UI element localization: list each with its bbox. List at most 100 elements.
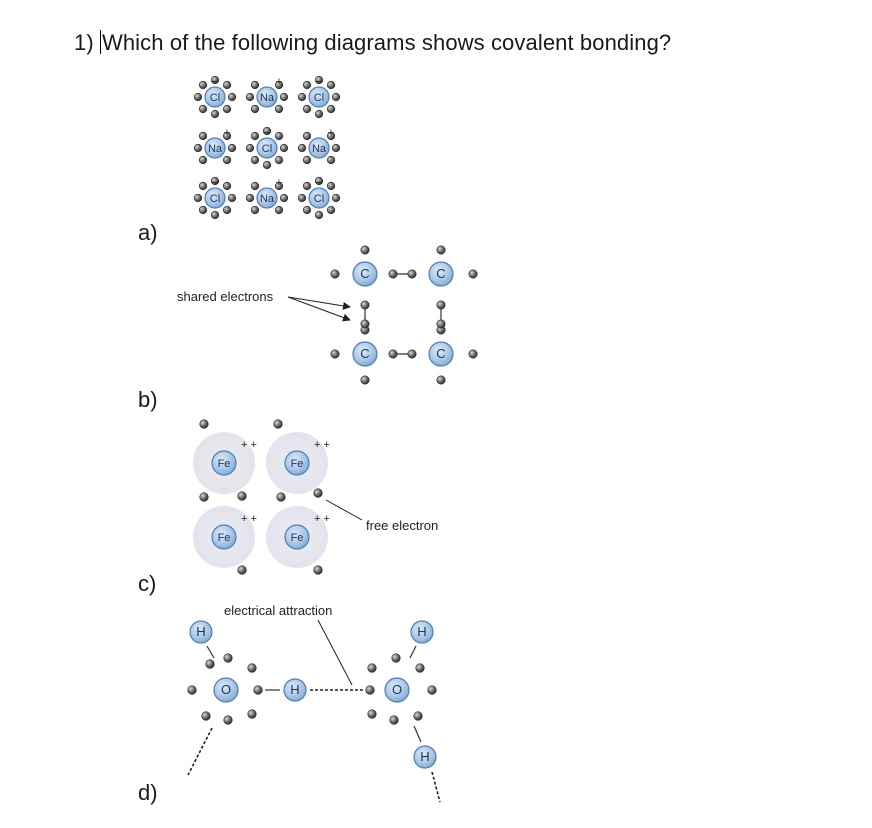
lattice-electron — [302, 205, 312, 215]
ion-na-nucleus — [308, 137, 330, 159]
ion-cl-symbol: Cl — [262, 143, 272, 155]
electron — [187, 685, 197, 695]
arrow-shared-2 — [287, 296, 351, 322]
lattice-electron — [297, 92, 307, 102]
diagram-c-metallic[interactable]: free electron Fe+ +Fe+ +Fe+ +Fe+ + — [193, 419, 438, 575]
iron-atom-nucleus — [284, 524, 310, 550]
lattice-electron — [250, 131, 260, 141]
iron-atom-nucleus — [211, 450, 237, 476]
ion-cl-nucleus — [204, 187, 226, 209]
free-electron — [199, 419, 209, 429]
lattice-electron — [302, 131, 312, 141]
electron — [247, 709, 257, 719]
electron — [367, 663, 377, 673]
ion-na-symbol: Na — [208, 143, 223, 155]
ion-cl-symbol: Cl — [314, 92, 324, 104]
lattice-electron — [274, 181, 284, 191]
lattice-electron — [331, 143, 341, 153]
option-b-label[interactable]: b) — [138, 387, 158, 412]
lattice-electron — [198, 104, 208, 114]
carbon-atom-nucleus — [428, 341, 454, 367]
hydrogen-atom-symbol: H — [417, 624, 426, 639]
free-electron — [313, 488, 323, 498]
option-d-label[interactable]: d) — [138, 780, 158, 805]
lattice-electron — [222, 80, 232, 90]
shared-electron — [388, 269, 398, 279]
hydrogen-atom-nucleus — [410, 620, 434, 644]
free-electron — [237, 565, 247, 575]
lattice-electron — [198, 205, 208, 215]
lattice-electron — [297, 193, 307, 203]
lattice-electron — [302, 80, 312, 90]
oxygen-atom-nucleus — [213, 677, 239, 703]
ion-cl-symbol: Cl — [210, 193, 220, 205]
iron-charge: + + — [314, 439, 330, 451]
lattice-electron — [262, 126, 272, 136]
lattice-electron — [250, 155, 260, 165]
electron — [436, 245, 446, 255]
lattice-electron — [193, 193, 203, 203]
free-electron — [237, 491, 247, 501]
shared-electron — [360, 300, 370, 310]
electron — [391, 653, 401, 663]
lattice-electron — [274, 80, 284, 90]
positive-charge: + — [276, 76, 282, 88]
iron-charge: + + — [241, 439, 257, 451]
bond-line — [409, 645, 417, 659]
lattice-electron — [302, 155, 312, 165]
arrow-shared-1 — [287, 296, 351, 310]
shared-electron — [436, 319, 446, 329]
lattice-electron — [279, 143, 289, 153]
electron — [415, 663, 425, 673]
hydrogen-bond-dashes — [187, 727, 213, 776]
negative-charge: − — [212, 177, 218, 189]
lattice-electron — [210, 109, 220, 119]
lattice-electron — [274, 104, 284, 114]
ion-cl-symbol: Cl — [210, 92, 220, 104]
electron — [468, 269, 478, 279]
lattice-electron — [222, 155, 232, 165]
free-electron — [273, 419, 283, 429]
electron — [205, 659, 215, 669]
attraction-pointer — [317, 619, 353, 686]
ion-na-symbol: Na — [260, 92, 275, 104]
electron — [436, 375, 446, 385]
carbon-atom-nucleus — [428, 261, 454, 287]
lattice-electron — [193, 143, 203, 153]
electron — [247, 663, 257, 673]
diagram-a-ionic-lattice[interactable]: Cl−Na+Cl−Na+Cl−Na+Cl−Na+Cl− — [193, 75, 341, 220]
shared-electron — [407, 269, 417, 279]
iron-atom-symbol: Fe — [218, 458, 231, 470]
lattice-electron — [250, 181, 260, 191]
iron-atom-symbol: Fe — [218, 532, 231, 544]
ion-na-symbol: Na — [312, 143, 327, 155]
lattice-electron — [314, 75, 324, 85]
option-a-label[interactable]: a) — [138, 220, 158, 245]
ion-na-nucleus — [256, 187, 278, 209]
lattice-electron — [198, 181, 208, 191]
lattice-electron — [279, 193, 289, 203]
bond-line — [413, 725, 422, 743]
lattice-electron — [274, 155, 284, 165]
ion-cl-nucleus — [308, 86, 330, 108]
carbon-atom-nucleus — [352, 261, 378, 287]
lattice-electron — [222, 104, 232, 114]
lattice-electron — [326, 131, 336, 141]
lattice-electron — [326, 80, 336, 90]
lattice-electron — [222, 131, 232, 141]
lattice-electron — [198, 131, 208, 141]
ion-na-symbol: Na — [260, 193, 275, 205]
carbon-atom-symbol: C — [360, 346, 369, 361]
lattice-electron — [314, 210, 324, 220]
free-electron — [276, 492, 286, 502]
option-c-label[interactable]: c) — [138, 571, 157, 596]
lattice-electron — [193, 92, 203, 102]
lattice-electron — [227, 92, 237, 102]
electron — [468, 349, 478, 359]
electron — [413, 711, 423, 721]
hydrogen-atom-nucleus — [189, 620, 213, 644]
negative-charge: − — [264, 127, 270, 139]
